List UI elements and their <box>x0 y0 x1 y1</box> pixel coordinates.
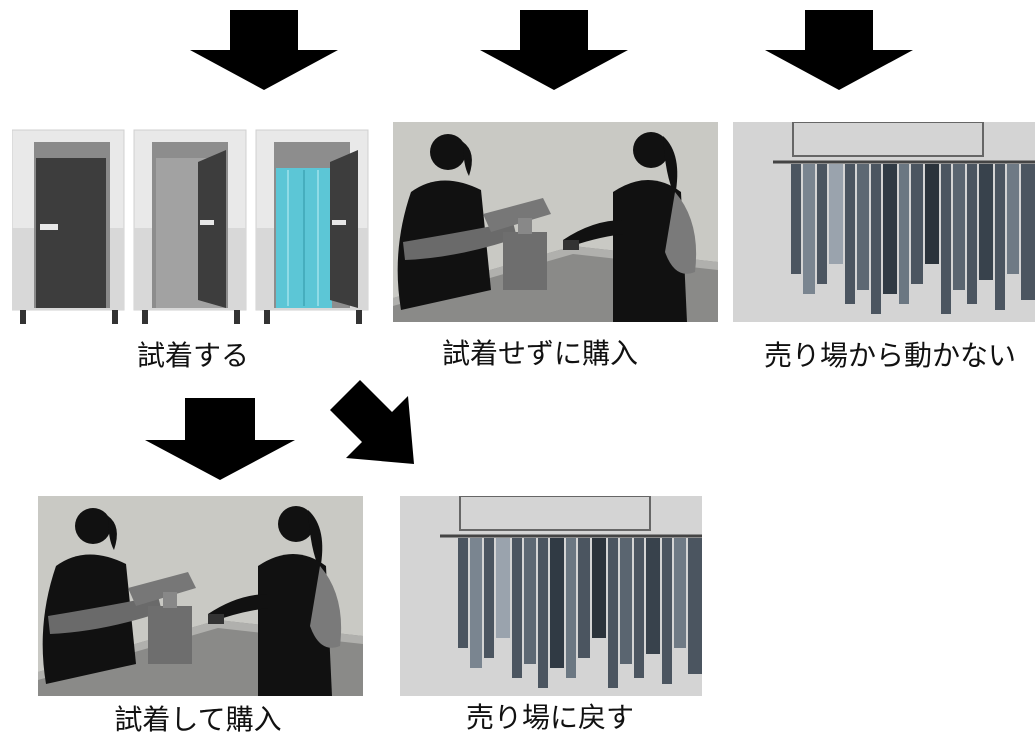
down-arrow-icon <box>145 398 295 480</box>
fitting-rooms-illustration <box>12 128 372 328</box>
clothing-rack-photo <box>733 122 1035 322</box>
clothing-rack-photo <box>400 496 702 696</box>
down-arrow-icon <box>765 10 913 90</box>
down-arrow-icon <box>480 10 628 90</box>
diagonal-arrow-icon <box>330 380 425 475</box>
outcome-label-return-to-floor: 売り場に戻す <box>465 701 634 734</box>
outcome-label-stay-at-floor: 売り場から動かない <box>763 339 1016 372</box>
outcome-label-try-then-buy: 試着して購入 <box>114 703 282 736</box>
outcome-label-buy-without-try: 試着せずに購入 <box>441 337 638 370</box>
checkout-counter-illustration <box>38 496 363 696</box>
outcome-label-try-on: 試着する <box>136 339 249 372</box>
checkout-counter-illustration <box>393 122 718 322</box>
down-arrow-icon <box>190 10 338 90</box>
